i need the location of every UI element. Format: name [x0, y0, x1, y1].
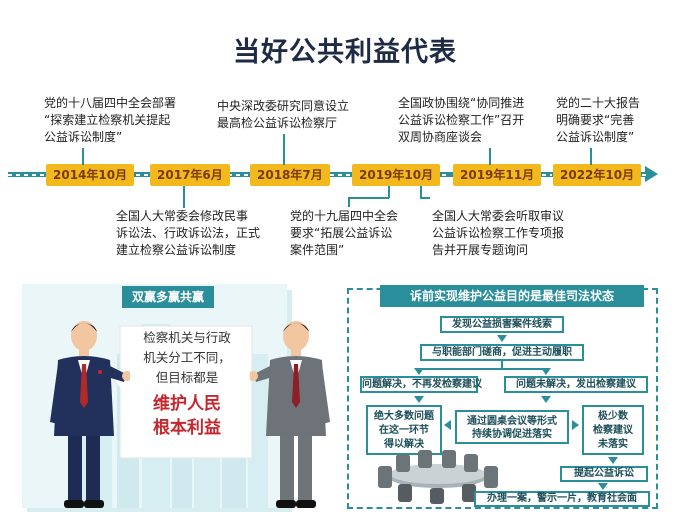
- flow-box-minority-unresolved: 极少数 检察建议 未落实: [582, 405, 644, 455]
- flow-result: 办理一案，警示一片，教育社会面: [474, 491, 650, 507]
- page-title: 当好公共利益代表: [233, 37, 457, 68]
- official-figure-icon: [250, 321, 330, 508]
- timeline-date: 2017年6月: [150, 164, 230, 186]
- timeline-event-2019-11: 全国政协围绕“协同推进 公益诉讼检察工作”召开 双周协商座谈会: [398, 96, 525, 144]
- flow-step-sue: 提起公益诉讼: [560, 466, 648, 482]
- flow-step-discover: 发现公益损害案件线索: [440, 316, 564, 333]
- flow-branch-solved: 问题解决，不再发检察建议: [360, 376, 482, 393]
- timeline-date: 2019年10月: [352, 164, 441, 186]
- flow-step-consult: 与职能部门磋商，促进主动履职: [420, 344, 584, 361]
- timeline-event-2017: 全国人大常委会修改民事 诉讼法、行政诉讼法，正式 建立检察公益诉讼制度: [116, 209, 261, 257]
- timeline-date: 2019年11月: [453, 164, 542, 186]
- pretrial-header: 诉前实现维护公益目的是最佳司法状态: [380, 285, 644, 307]
- timeline-date: 2022年10月: [553, 164, 642, 186]
- win-win-header: 双赢多赢共赢: [122, 286, 214, 308]
- timeline-event-2018: 中央深改委研究同意设立 最高检公益诉讼检察厅: [217, 99, 350, 130]
- timeline-arrow-icon: [645, 166, 658, 182]
- flow-branch-unsolved: 问题未解决，发出检察建议: [504, 376, 648, 393]
- timeline-event-2019-10b: 全国人大常委会听取审议 公益诉讼检察工作专项报 告并开展专题询问: [432, 209, 565, 257]
- timeline-date: 2018年7月: [250, 164, 330, 186]
- prosecutor-figure-icon: [50, 321, 130, 508]
- timeline-event-2022: 党的二十大报告 明确要求“完善 公益诉讼制度”: [556, 96, 641, 144]
- timeline-event-2019-10: 党的十九届四中全会 要求“拓展公益诉讼 案件范围”: [290, 209, 399, 257]
- roundtable-meeting-icon: [378, 450, 498, 504]
- flow-box-majority-solved: 绝大多数问题 在这一环节 得以解决: [366, 405, 442, 455]
- timeline-event-2014: 党的十八届四中全会部署 “探索建立检察机关提起 公益诉讼制度”: [44, 96, 177, 144]
- flow-box-roundtable: 通过圆桌会议等形式 持续协调促进落实: [455, 410, 569, 444]
- speech-bubble: 检察机关与行政 机关分工不同， 但目标都是 维护人民 根本利益: [143, 330, 231, 438]
- timeline-date: 2014年10月: [46, 164, 135, 186]
